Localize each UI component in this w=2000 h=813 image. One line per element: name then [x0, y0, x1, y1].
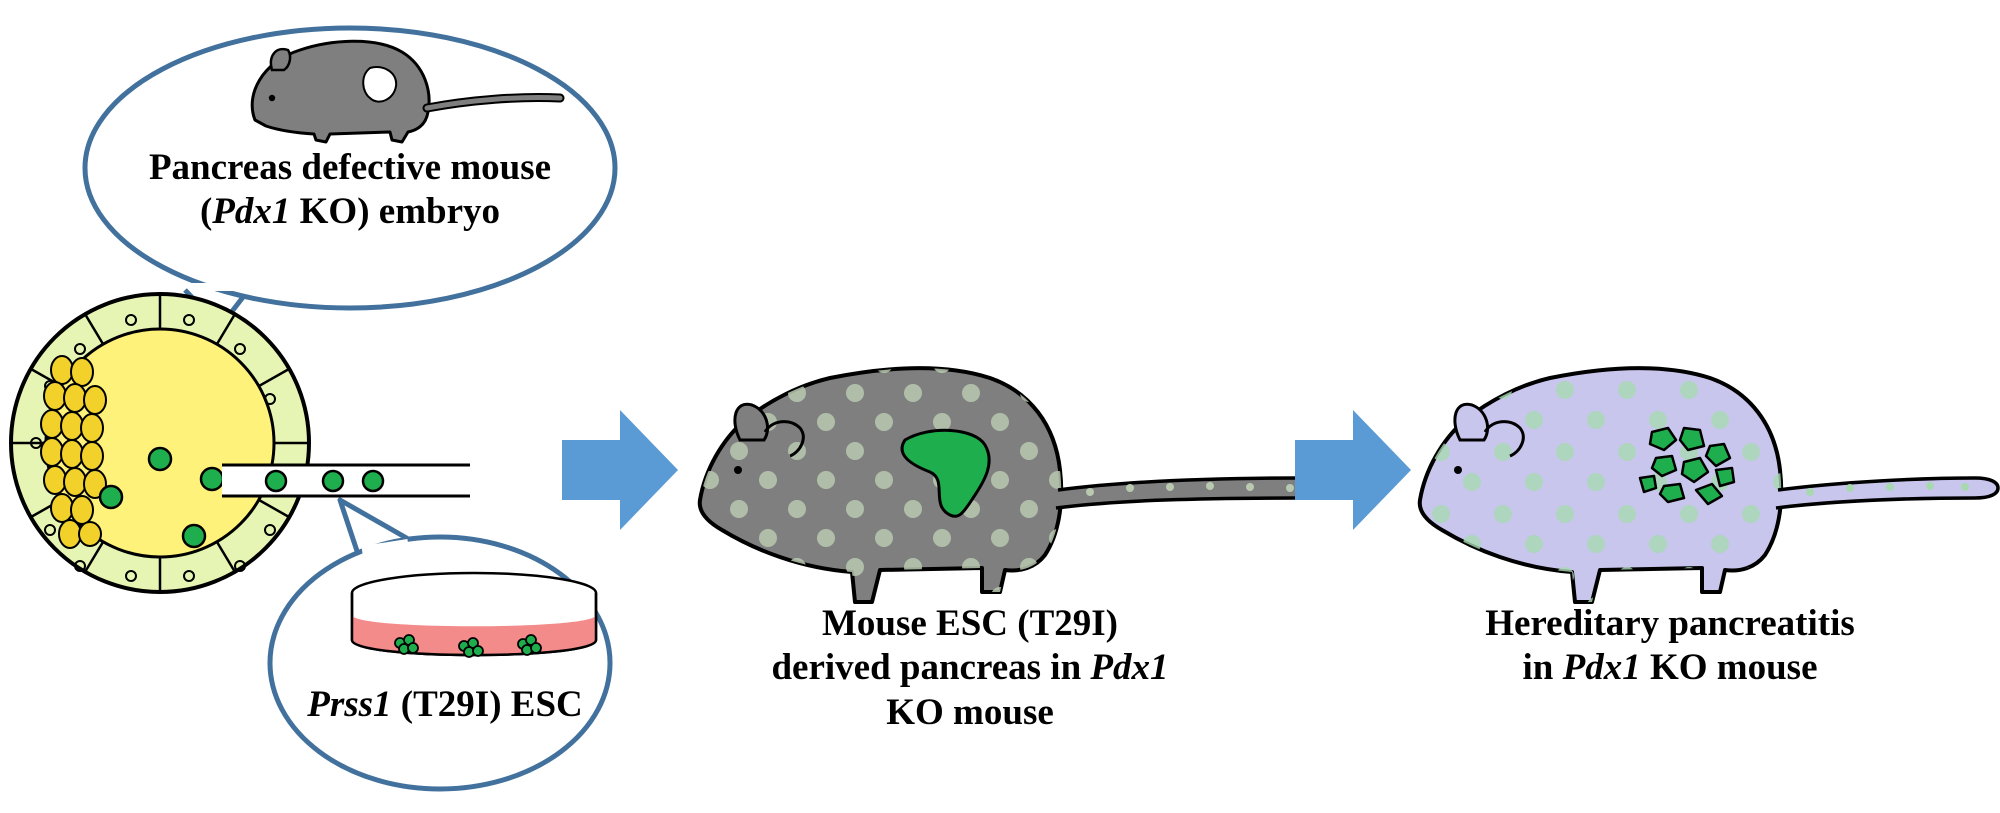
pancreatitis-caption-line1: Hereditary pancreatitis — [1485, 603, 1855, 644]
pancreatitis-mouse — [1417, 366, 2000, 604]
esc-label-rest: (T29I) ESC — [391, 684, 583, 725]
bubble-bottom-label: Prss1 (T29I) ESC — [295, 683, 595, 727]
bubble-top-line2: (Pdx1 KO) embryo — [199, 191, 501, 233]
process-arrow-1 — [562, 410, 678, 530]
bubble-top-line1: Pancreas defective mouse — [148, 147, 552, 188]
injection-pipette — [222, 463, 470, 498]
pancreatitis-caption-line2: in Pdx1 KO mouse — [1522, 647, 1818, 689]
prss1-gene-name: Prss1 — [307, 684, 392, 725]
chimera-caption-line3: KO mouse — [886, 691, 1054, 733]
chimera-caption-line1: Mouse ESC (T29I) — [821, 603, 1119, 644]
bubble-top-label: Pancreas defective mouse (Pdx1 KO) embry… — [110, 146, 590, 235]
pancreatitis-caption: Hereditary pancreatitis in Pdx1 KO mouse — [1420, 602, 1920, 691]
chimera-caption-line2: derived pancreas in Pdx1 — [771, 647, 1169, 689]
petri-dish-icon — [350, 571, 598, 658]
chimeric-mouse — [697, 366, 1334, 604]
chimera-caption: Mouse ESC (T29I) derived pancreas in Pdx… — [690, 602, 1250, 735]
blastocyst-embryo — [9, 292, 311, 594]
process-arrow-2 — [1295, 410, 1411, 530]
pdx1-ko-mouse-icon — [250, 39, 565, 144]
